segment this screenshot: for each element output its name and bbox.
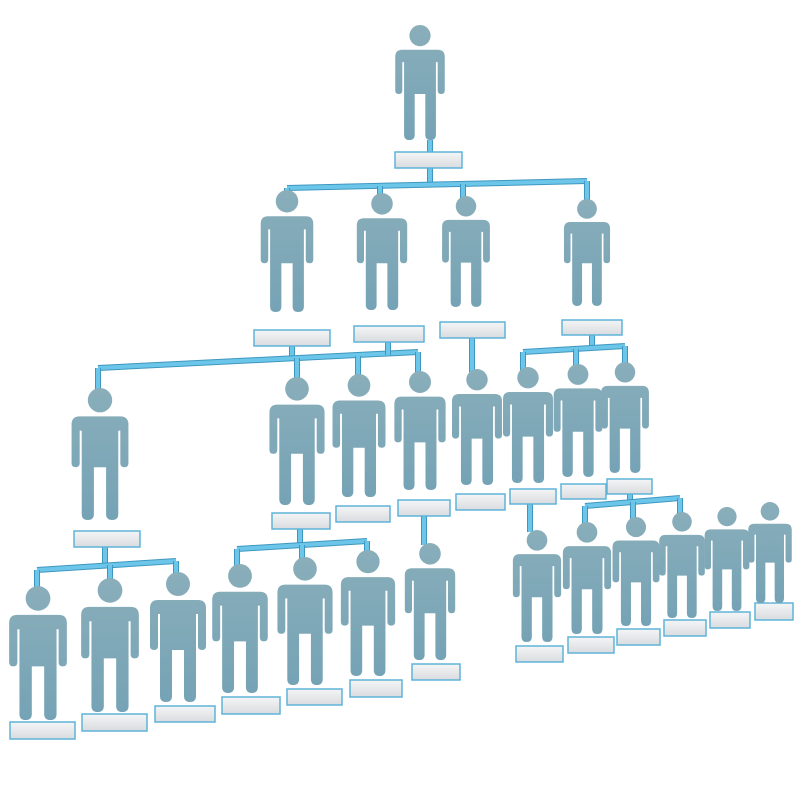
person-icon xyxy=(442,196,490,308)
person-icon xyxy=(150,572,206,702)
name-label-box xyxy=(349,679,403,698)
person-icon xyxy=(512,530,562,643)
name-label-box xyxy=(221,696,281,715)
name-label-box xyxy=(411,663,461,681)
person-figures xyxy=(9,25,792,720)
name-label-box xyxy=(561,319,623,336)
person-icon xyxy=(562,522,612,635)
name-label-box xyxy=(567,636,615,654)
name-label-box xyxy=(271,512,331,530)
name-label-box xyxy=(560,483,607,500)
person-icon xyxy=(503,367,553,483)
person-icon xyxy=(269,377,325,506)
name-labels xyxy=(9,151,794,740)
person-icon xyxy=(704,507,750,612)
name-label-box xyxy=(9,721,76,740)
person-icon xyxy=(612,517,660,627)
name-label-box xyxy=(335,505,391,523)
name-label-box xyxy=(73,530,141,548)
person-icon xyxy=(748,502,792,603)
person-icon xyxy=(277,557,333,686)
person-icon xyxy=(553,364,603,477)
person-icon xyxy=(659,512,705,618)
name-label-box xyxy=(663,619,707,637)
name-label-box xyxy=(709,611,751,629)
name-label-box xyxy=(606,478,653,495)
person-icon xyxy=(394,371,446,490)
person-icon xyxy=(395,25,445,141)
person-icon xyxy=(9,586,67,720)
name-label-box xyxy=(455,493,506,511)
person-icon xyxy=(212,564,268,693)
name-label-box xyxy=(253,329,331,347)
person-icon xyxy=(332,374,386,498)
name-label-box xyxy=(397,499,451,517)
name-label-box xyxy=(515,645,564,663)
person-icon xyxy=(404,543,456,661)
name-label-box xyxy=(286,688,343,706)
name-label-box xyxy=(353,325,425,343)
person-icon xyxy=(601,362,649,474)
name-label-box xyxy=(154,705,216,723)
person-icon xyxy=(563,199,611,306)
name-label-box xyxy=(509,488,557,505)
person-icon xyxy=(452,369,502,485)
person-icon xyxy=(71,388,129,521)
name-label-box xyxy=(754,602,794,621)
name-label-box xyxy=(616,628,661,646)
person-icon xyxy=(260,190,314,313)
name-label-box xyxy=(394,151,463,169)
person-icon xyxy=(356,193,408,311)
name-label-box xyxy=(81,713,148,732)
person-icon xyxy=(81,578,139,712)
connector-lines xyxy=(34,140,683,588)
person-icon xyxy=(340,550,396,677)
name-label-box xyxy=(439,321,506,339)
